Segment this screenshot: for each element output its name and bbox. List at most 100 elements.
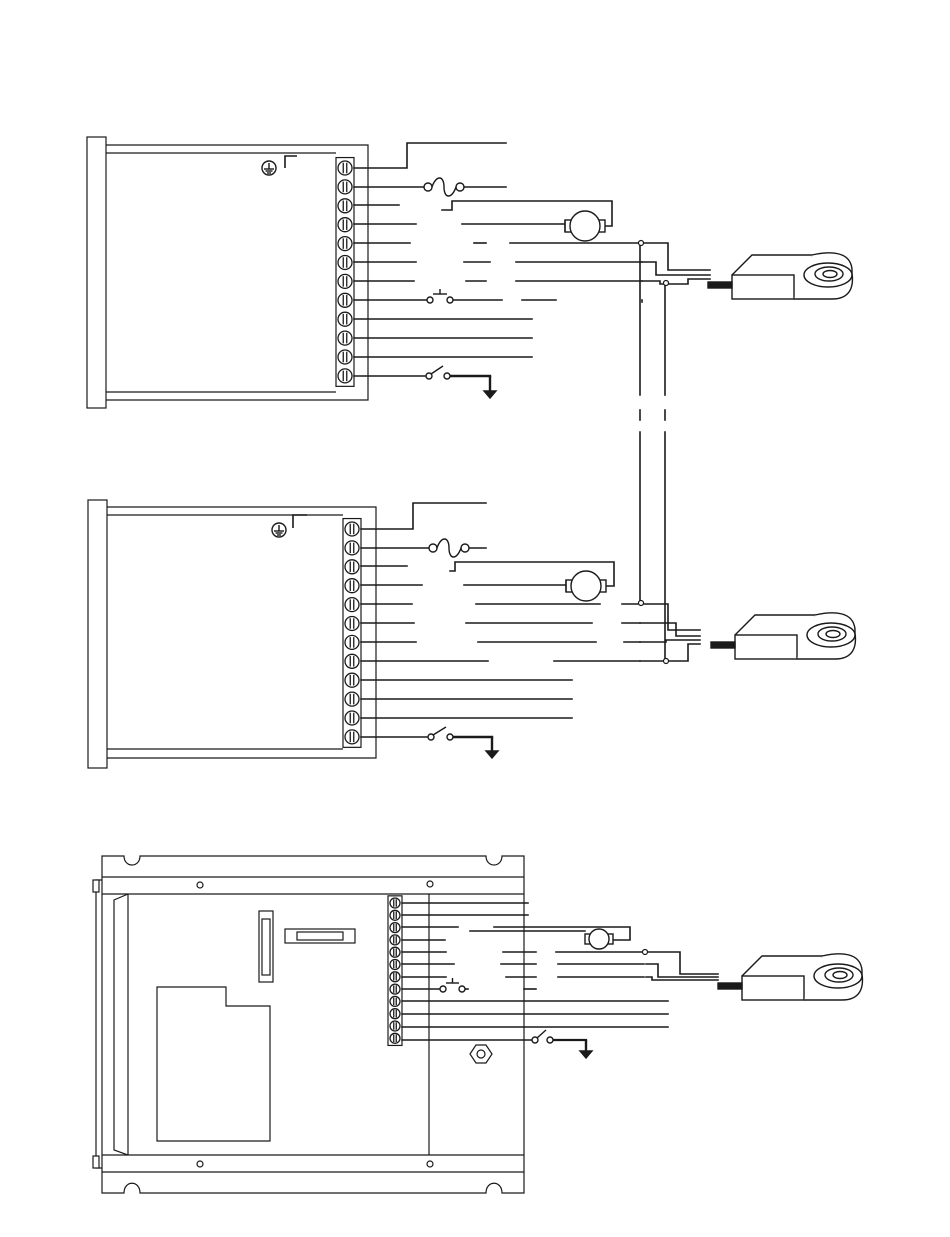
terminal-screw-head: [345, 730, 359, 744]
fuse-terminal: [456, 183, 464, 191]
sensor-front: [735, 635, 797, 659]
wire-junction: [664, 659, 669, 664]
terminal-screw: [390, 1033, 400, 1043]
terminal-screw: [345, 579, 359, 593]
bracket-tab: [93, 1156, 99, 1168]
switch-blade: [433, 727, 446, 735]
terminal-screw: [390, 898, 400, 908]
ground-arrow-icon: [486, 737, 498, 758]
switch-contact: [447, 734, 453, 740]
hex-nut-hole: [477, 1050, 485, 1058]
terminal-screw: [390, 996, 400, 1006]
terminal-screw-head: [345, 560, 359, 574]
terminal-screw-head: [338, 312, 352, 326]
sensor-front: [732, 275, 794, 299]
panel-bezel: [88, 500, 107, 768]
terminal-screw: [390, 935, 400, 945]
terminal-screw: [338, 293, 352, 307]
terminal-screw: [345, 617, 359, 631]
terminal-screw: [338, 331, 352, 345]
ground-arrow-icon: [580, 1040, 592, 1058]
wire: [354, 143, 506, 168]
wire-junction: [639, 241, 644, 246]
sensor-ring-inner: [833, 972, 847, 979]
wire: [642, 279, 710, 284]
sensor-ring-inner: [823, 271, 837, 278]
switch-blade: [537, 1030, 546, 1038]
terminal-screw-head: [345, 617, 359, 631]
fuse-terminal: [424, 183, 432, 191]
ground-arrow-icon: [484, 376, 496, 398]
terminal-screw-head: [390, 1021, 400, 1031]
terminal-screw-head: [390, 923, 400, 933]
switch-contact: [459, 986, 465, 992]
terminal-screw: [338, 256, 352, 270]
terminal-screw-head: [338, 237, 352, 251]
terminal-screw-head: [390, 935, 400, 945]
terminal-screw: [390, 923, 400, 933]
terminal-screw-head: [345, 541, 359, 555]
terminal-screw-head: [338, 369, 352, 383]
terminal-screw-head: [338, 274, 352, 288]
terminal-screw: [338, 218, 352, 232]
switch-contact: [427, 297, 433, 303]
fuse-element: [437, 539, 461, 557]
terminal-screw: [338, 369, 352, 383]
panel-bezel: [87, 137, 106, 408]
chassis-bracket: [96, 880, 102, 1168]
terminal-screw: [390, 972, 400, 982]
wire: [640, 640, 700, 642]
fuse-icon: [429, 539, 469, 557]
terminal-screw: [390, 1009, 400, 1019]
sensor-cable-sleeve: [708, 282, 732, 288]
wire: [640, 644, 700, 661]
switch-contact: [444, 373, 450, 379]
terminal-screw: [390, 947, 400, 957]
fuse-terminal: [461, 544, 469, 552]
motor-icon: [565, 211, 605, 241]
panel-case: [106, 145, 368, 400]
terminal-screw-head: [390, 972, 400, 982]
earth-ground-icon: [262, 161, 276, 175]
terminal-screw: [338, 350, 352, 364]
mounting-hole: [197, 1161, 203, 1167]
wire: [646, 964, 718, 977]
wire: [361, 503, 486, 529]
motor-housing: [589, 929, 609, 949]
terminal-screw-head: [338, 161, 352, 175]
switch-icon: [426, 366, 450, 379]
sensor-cable-sleeve: [711, 642, 735, 648]
terminal-screw: [345, 692, 359, 706]
terminal-screw-head: [338, 180, 352, 194]
terminal-screw-head: [345, 522, 359, 536]
transformer-block: [157, 987, 270, 1141]
wire: [642, 262, 710, 275]
proximity-sensor-icon: [718, 954, 862, 1000]
terminal-screw-head: [338, 293, 352, 307]
terminal-screw: [345, 711, 359, 725]
mounting-hole: [197, 882, 203, 888]
terminal-screw: [345, 522, 359, 536]
terminal-screw: [338, 180, 352, 194]
terminal-screw: [390, 984, 400, 994]
terminal-screw: [345, 541, 359, 555]
switch-contact: [447, 297, 453, 303]
terminal-screw: [390, 910, 400, 920]
ground-arrow: [484, 391, 496, 398]
sensor-front: [742, 976, 804, 1000]
terminal-screw-head: [345, 711, 359, 725]
proximity-sensor-icon: [708, 253, 852, 299]
terminal-screw: [345, 635, 359, 649]
switch-contact: [547, 1037, 553, 1043]
terminal-screw-head: [345, 673, 359, 687]
ground-lug: [285, 156, 297, 168]
panels-layer: [87, 137, 524, 1193]
sensor-cable-sleeve: [718, 983, 742, 989]
fuse-terminal: [429, 544, 437, 552]
terminal-screw-head: [390, 1033, 400, 1043]
terminal-screw: [390, 1021, 400, 1031]
terminal-screw: [345, 560, 359, 574]
fuse-glass: [297, 932, 343, 940]
